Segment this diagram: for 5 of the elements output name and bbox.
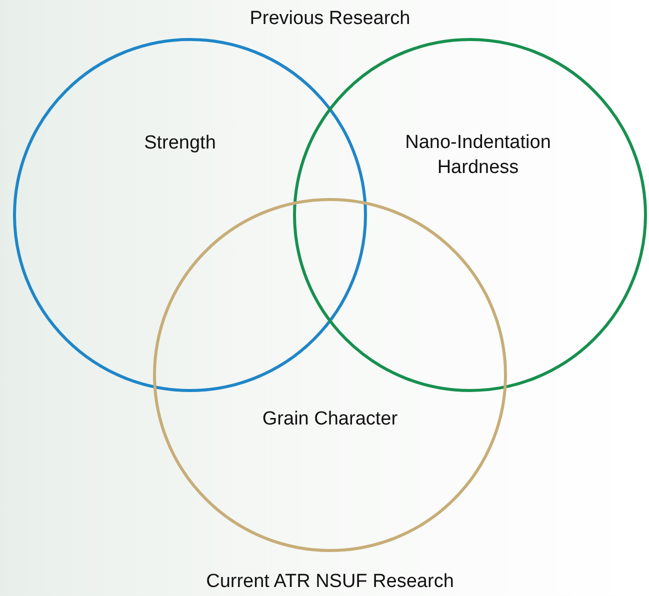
- set-heading: Previous Research: [250, 8, 410, 30]
- circle-label: Nano-Indentation Hardness: [404, 131, 552, 180]
- set-heading: Current ATR NSUF Research: [206, 571, 454, 593]
- circle-label: Grain Character: [261, 408, 399, 432]
- circle-label: Strength: [143, 132, 217, 156]
